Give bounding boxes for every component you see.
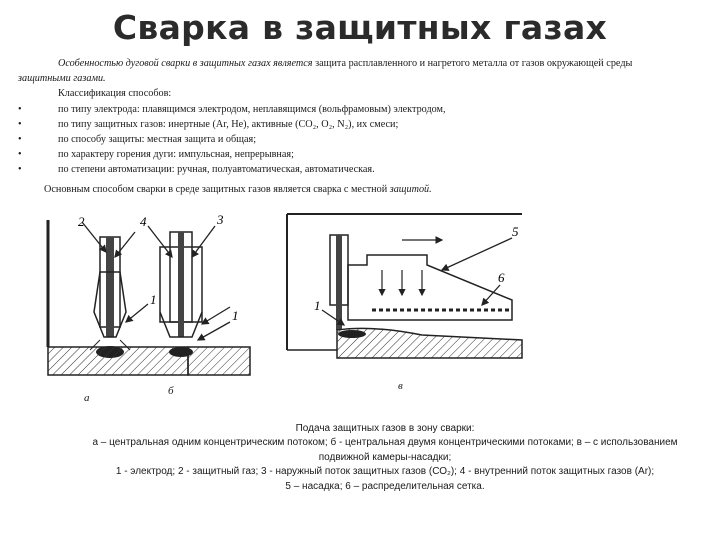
page-title: Сварка в защитных газах [112, 8, 608, 47]
intro-tail: защитными газами. [18, 73, 106, 85]
intro-block: Особенностью дуговой сварки в защитных г… [18, 56, 658, 178]
figure-label-a: а [84, 392, 90, 404]
callout-6: 6 [498, 270, 505, 285]
list-item: по степени автоматизации: ручная, полуав… [18, 162, 658, 177]
figure-caption: Подача защитных газов в зону сварки: а –… [90, 422, 680, 494]
list-item: по типу защитных газов: инертные (Ar, He… [18, 117, 658, 132]
intro-paragraph: Особенностью дуговой сварки в защитных г… [18, 56, 658, 86]
callout-5: 5 [512, 224, 519, 239]
callout-4: 4 [140, 214, 147, 229]
figure-v-diagram: 5 6 1 [286, 213, 523, 359]
diagram-b: 4 3 1 [140, 212, 251, 376]
callout-2: 2 [78, 214, 85, 229]
main-method-text: Основным способом сварки в среде защитны… [44, 184, 432, 195]
classification-list: по типу электрода: плавящимся электродом… [18, 102, 658, 178]
diagram-a: 2 1 [46, 214, 189, 376]
caption-line: 5 – насадка; 6 – распределительная сетка… [285, 480, 485, 492]
caption-line: 1 - электрод; 2 - защитный газ; 3 - нару… [115, 466, 655, 478]
list-item: по характеру горения дуги: импульсная, н… [18, 147, 658, 162]
figure-label-b: б [168, 385, 174, 397]
caption-title: Подача защитных газов в зону сварки: [295, 423, 475, 434]
caption-line: а – центральная одним концентрическим по… [92, 437, 678, 463]
figure-label-v: в [398, 380, 403, 392]
figure-ab-diagram: 2 1 4 3 1 [46, 212, 251, 376]
list-item: по способу защиты: местная защита и обща… [18, 132, 658, 147]
intro-lead: Особенностью дуговой сварки в защитных г… [58, 58, 313, 69]
classification-heading: Классификация способов: [58, 88, 172, 100]
callout-1v: 1 [314, 298, 321, 313]
callout-3: 3 [216, 212, 224, 227]
callout-1: 1 [150, 292, 157, 307]
callout-1b: 1 [232, 308, 239, 323]
intro-rest: защита расплавленного и нагретого металл… [312, 58, 633, 69]
list-item: по типу электрода: плавящимся электродом… [18, 102, 658, 117]
